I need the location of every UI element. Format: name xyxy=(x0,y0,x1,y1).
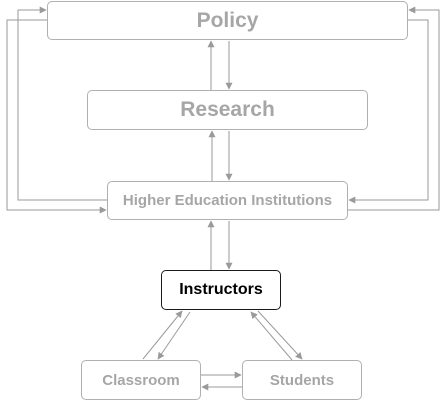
arrow-instructors-to-students xyxy=(257,310,303,360)
arrow-hei-to-policy-left xyxy=(17,6,107,201)
node-higher-education-institutions: Higher Education Institutions xyxy=(107,181,348,220)
node-instructors: Instructors xyxy=(161,270,281,310)
node-research: Research xyxy=(87,90,368,130)
node-classroom: Classroom xyxy=(81,360,201,400)
node-students-label: Students xyxy=(269,371,335,389)
node-instructors-label: Instructors xyxy=(179,281,263,298)
node-hei-label: Higher Education Institutions xyxy=(122,192,333,209)
arrow-instructors-to-classroom xyxy=(157,311,191,360)
node-students: Students xyxy=(242,360,362,400)
arrow-policy-to-hei-left xyxy=(6,19,107,214)
arrow-classroom-to-instructors xyxy=(142,310,183,360)
node-policy: Policy xyxy=(47,1,408,40)
node-classroom-label: Classroom xyxy=(102,371,180,389)
node-policy-label: Policy xyxy=(196,8,259,32)
arrow-students-to-instructors xyxy=(250,311,293,361)
arrow-hei-to-policy-right xyxy=(348,6,440,211)
arrow-policy-to-hei-right xyxy=(348,19,429,204)
node-research-label: Research xyxy=(180,98,275,121)
